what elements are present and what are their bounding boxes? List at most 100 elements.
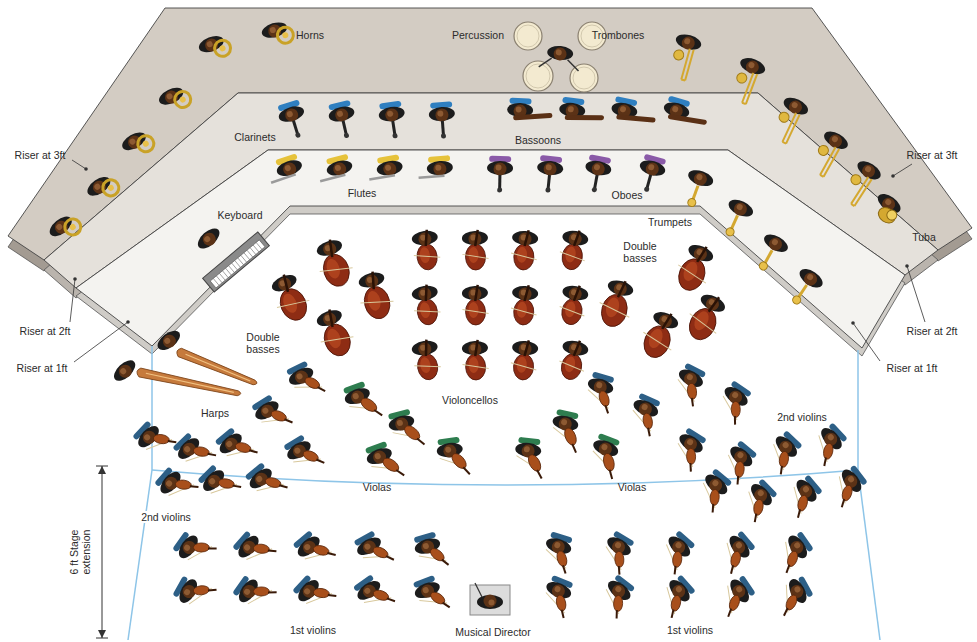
trombone-player: [666, 32, 703, 82]
leader-line: [907, 266, 925, 322]
violin: [193, 585, 210, 596]
violin: [270, 409, 288, 423]
cello-player: [556, 338, 590, 382]
player-body: [561, 339, 589, 358]
bass-shine: [681, 260, 700, 283]
player-head: [160, 332, 178, 350]
section-label: 1st violins: [667, 624, 713, 636]
head-highlight: [567, 106, 574, 113]
leader-dot: [73, 277, 77, 281]
bass-player: [636, 307, 684, 363]
horn-bell: [69, 223, 77, 231]
violin-neck: [233, 482, 241, 490]
horn-player: [260, 19, 295, 50]
head-highlight: [143, 433, 151, 441]
viola-neck: [571, 444, 578, 453]
timpani: [570, 64, 598, 92]
leader-dot: [84, 167, 88, 171]
flute: [369, 175, 395, 179]
cello-shine: [468, 302, 478, 318]
flute: [271, 174, 296, 182]
violin: [614, 551, 624, 568]
player-body: [462, 286, 488, 301]
bassoon: [619, 113, 653, 124]
violin-neck: [386, 554, 394, 563]
head-highlight: [286, 110, 293, 117]
harp-frame: [136, 367, 242, 398]
violin-player: [691, 467, 736, 513]
violin: [193, 446, 210, 458]
head-highlight: [261, 407, 269, 415]
conductor-player: [475, 583, 503, 609]
bass-bow: [676, 265, 708, 283]
arrow-head: [98, 630, 106, 638]
bow: [305, 543, 332, 568]
trombone-bell: [817, 144, 831, 158]
clarinet-player: [428, 101, 457, 139]
violin-neck: [795, 509, 804, 517]
trumpet-player: [717, 196, 756, 240]
cello-neck: [475, 285, 479, 301]
head-highlight: [686, 438, 694, 446]
bow: [306, 585, 332, 611]
horn: [100, 177, 122, 199]
cello-shine: [419, 356, 431, 373]
cello-neck: [574, 285, 580, 301]
section-label: Trumpets: [648, 216, 692, 228]
bass-shine: [324, 257, 342, 280]
trumpet-player: [750, 231, 791, 276]
bass-player: [266, 269, 315, 325]
head-highlight: [596, 381, 603, 388]
head-highlight: [489, 600, 495, 606]
violin-player: [284, 359, 325, 404]
timpani-rim: [517, 25, 539, 47]
player-body: [357, 270, 386, 290]
trombone-slide: [742, 103, 746, 104]
oboe: [595, 175, 598, 189]
head-highlight: [303, 543, 311, 551]
violin-neck: [208, 544, 217, 552]
violin-neck: [559, 610, 566, 618]
percussion-player: [539, 44, 581, 71]
head-highlight: [675, 585, 683, 593]
bow: [672, 443, 700, 467]
violin-player: [131, 417, 177, 462]
head-highlight: [831, 135, 839, 143]
player-body: [462, 231, 488, 246]
oboe-bell: [497, 187, 502, 192]
dimension-line: [102, 466, 103, 638]
mallet: [567, 60, 580, 71]
head-highlight: [601, 443, 609, 451]
trombone-player: [806, 128, 851, 180]
viola-neck: [374, 408, 382, 417]
violin-neck: [284, 417, 292, 426]
head-highlight: [284, 164, 292, 172]
violin-player: [594, 573, 638, 619]
bow: [188, 539, 212, 566]
podium: [470, 585, 510, 615]
bass-shine: [692, 309, 712, 332]
viola: [526, 453, 543, 474]
player-head: [334, 107, 350, 123]
bow: [600, 547, 628, 570]
player-head: [200, 230, 218, 248]
head-highlight: [243, 588, 251, 596]
head-highlight: [352, 392, 360, 400]
horn-bell: [282, 31, 289, 38]
keyboard-key: [232, 263, 238, 270]
horn: [62, 216, 84, 238]
trombone-bell: [735, 72, 748, 85]
bass-bow: [687, 314, 719, 334]
cello-bow: [462, 254, 488, 260]
cello-bow: [558, 361, 584, 371]
head-highlight: [674, 541, 682, 549]
bow: [227, 440, 254, 465]
head-highlight: [206, 40, 214, 48]
musicians: [46, 19, 904, 619]
trombone-slide: [851, 204, 854, 206]
head-highlight: [269, 26, 276, 33]
violin: [218, 478, 235, 490]
violin-neck: [387, 596, 395, 605]
cello-player: [557, 228, 589, 272]
